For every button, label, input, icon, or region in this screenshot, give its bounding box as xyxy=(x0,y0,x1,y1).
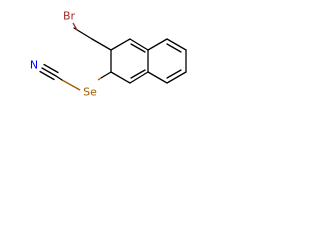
bond-c7-c8 xyxy=(166,71,187,84)
molecule-drawing: Br N Se xyxy=(30,10,187,99)
bond-c-n-triple-2 xyxy=(43,63,59,74)
bond-c4a-c5 xyxy=(147,38,168,51)
bond-c8-c8a xyxy=(147,71,168,84)
atom-label-nitrogen: N xyxy=(30,59,38,72)
bond-se-c xyxy=(61,79,81,91)
bond-c1-c8a-inner xyxy=(130,69,146,79)
bond-c4-c3 xyxy=(110,38,131,51)
bond-c5-c6 xyxy=(166,38,187,51)
atom-label-bromine: Br xyxy=(63,10,76,23)
bond-c4a-c4-inner xyxy=(130,43,146,53)
bond-c2-se-colored xyxy=(97,77,102,81)
atom-label-selenium: Se xyxy=(83,86,97,99)
bond-c-n-triple-1 xyxy=(41,67,57,77)
bond-se-c-black xyxy=(55,75,63,81)
bond-c4a-c4 xyxy=(129,38,149,51)
bond-ch2-br-colored xyxy=(72,22,78,31)
bond-c7-c8-inner xyxy=(166,69,182,79)
bond-c5-c6-inner xyxy=(166,43,182,53)
bond-c2-c1 xyxy=(110,71,131,84)
bond-c3-ch2 xyxy=(91,38,112,51)
structure-canvas: Br N Se xyxy=(0,0,202,113)
bond-c-n-triple-3 xyxy=(39,70,55,81)
bond-c1-c8a xyxy=(129,71,149,84)
bond-c2-se xyxy=(100,71,112,79)
